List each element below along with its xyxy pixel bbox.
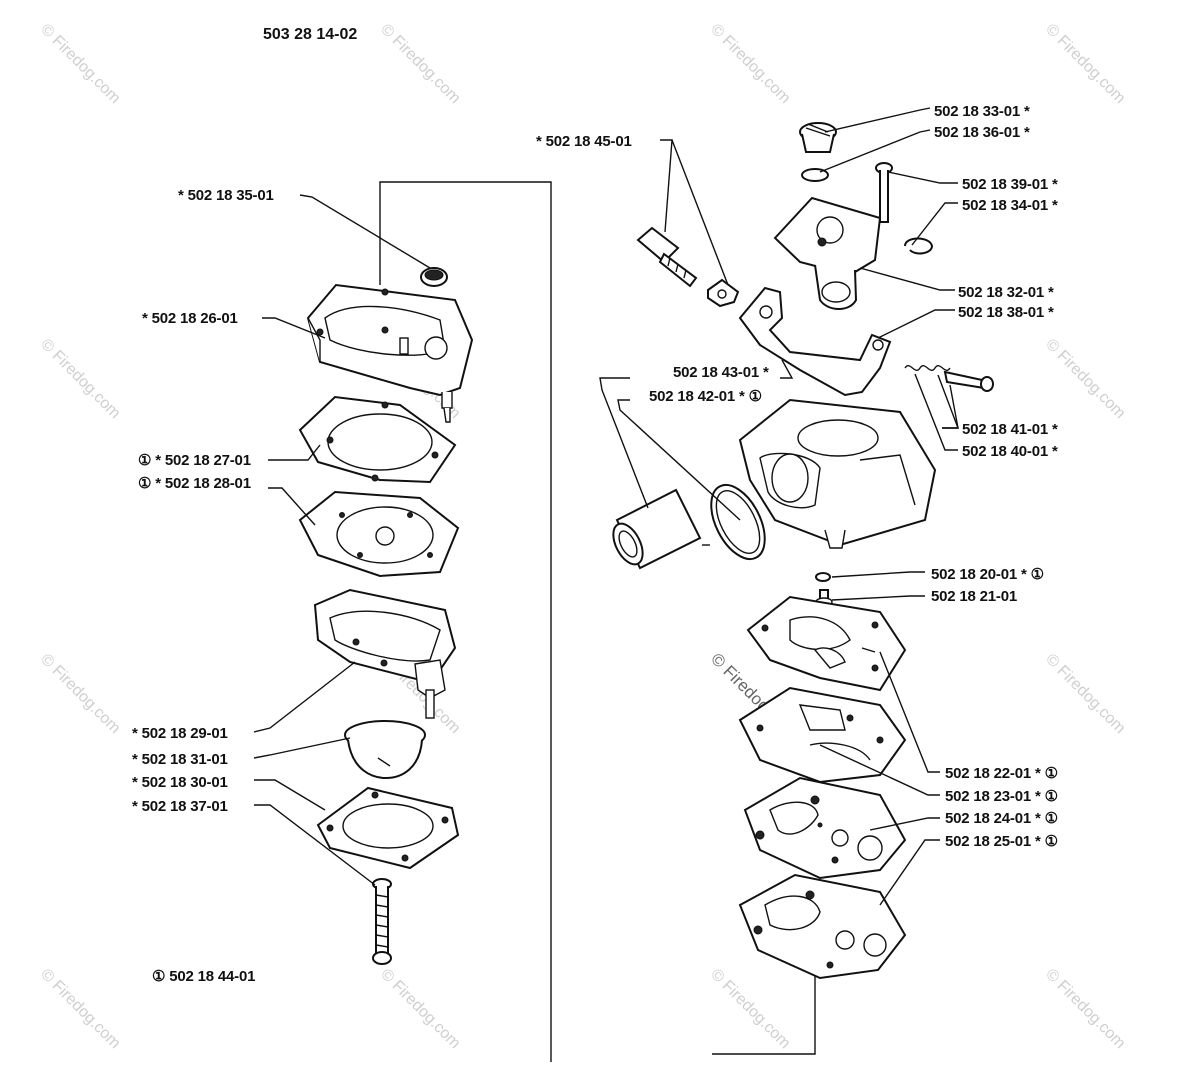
metering-cover-part (316, 786, 460, 870)
cover-screw-part (875, 162, 893, 223)
pump-gasket-part (298, 395, 457, 484)
pump-cover-gasket-part (738, 873, 907, 980)
label-502-18-32-01: 502 18 32-01 * (958, 284, 1054, 301)
label-502-18-21-01: 502 18 21-01 (931, 588, 1017, 605)
pump-diaphragm-part (298, 490, 460, 578)
pump-cover-part (306, 283, 474, 423)
label-502-18-42-01: 502 18 42-01 * ① (649, 388, 762, 405)
label-502-18-24-01: 502 18 24-01 * ① (945, 810, 1058, 827)
metering-body-part (313, 588, 457, 719)
clip-part (904, 237, 934, 255)
label-502-18-23-01: 502 18 23-01 * ① (945, 788, 1058, 805)
label-502-18-45-01: * 502 18 45-01 (536, 133, 632, 150)
watermark: © Firedog.com (37, 966, 123, 1052)
label-502-18-39-01: 502 18 39-01 * (962, 176, 1058, 193)
watermark: © Firedog.com (37, 336, 123, 422)
watermark: © Firedog.com (1042, 966, 1128, 1052)
idle-screw-part (904, 365, 994, 392)
watermark: © Firedog.com (37, 651, 123, 737)
watermark: © Firedog.com (377, 966, 463, 1052)
label-502-18-35-01: * 502 18 35-01 (178, 187, 274, 204)
watermark: © Firedog.com (37, 21, 123, 107)
needle-screw-part (636, 226, 740, 308)
pump-plate-part (743, 776, 907, 880)
label-502-18-22-01: 502 18 22-01 * ① (945, 765, 1058, 782)
watermark: © Firedog.com (1042, 21, 1128, 107)
primer-bulb-part (344, 720, 426, 780)
label-502-18-38-01: 502 18 38-01 * (958, 304, 1054, 321)
long-screw-part (372, 878, 392, 965)
label-502-18-43-01: 502 18 43-01 * (673, 364, 769, 381)
frame-lines (379, 181, 816, 1062)
purge-cover-part (773, 196, 882, 310)
sleeve-part (612, 483, 766, 570)
watermark: © Firedog.com (707, 966, 793, 1052)
label-502-18-27-01: ① * 502 18 27-01 (138, 452, 251, 469)
label-502-18-28-01: ① * 502 18 28-01 (138, 475, 251, 492)
watermark: © Firedog.com (1042, 651, 1128, 737)
throttle-lever-part (738, 286, 892, 397)
filter-screen-part (420, 267, 448, 287)
label-502-18-34-01: 502 18 34-01 * (962, 197, 1058, 214)
watermark: © Firedog.com (1042, 336, 1128, 422)
watermark: © Firedog.com (707, 21, 793, 107)
label-502-18-40-01: 502 18 40-01 * (962, 443, 1058, 460)
carburetor-body-part (738, 398, 937, 549)
label-502-18-20-01: 502 18 20-01 * ① (931, 566, 1044, 583)
label-502-18-41-01: 502 18 41-01 * (962, 421, 1058, 438)
diagram-id: 503 28 14-02 (263, 26, 357, 43)
inlet-gasket-part (746, 595, 907, 692)
adjust-screw-part (799, 122, 837, 153)
label-502-18-33-01: 502 18 33-01 * (934, 103, 1030, 120)
label-502-18-36-01: 502 18 36-01 * (934, 124, 1030, 141)
label-502-18-37-01: * 502 18 37-01 (132, 798, 228, 815)
leader-lines (253, 107, 960, 906)
label-502-18-30-01: * 502 18 30-01 (132, 774, 228, 791)
label-502-18-25-01: 502 18 25-01 * ① (945, 833, 1058, 850)
part-labels: * 502 18 35-01 * 502 18 26-01 ① * 502 18… (132, 103, 1058, 985)
label-502-18-31-01: * 502 18 31-01 (132, 751, 228, 768)
label-502-18-26-01: * 502 18 26-01 (142, 310, 238, 327)
label-502-18-44-01: ① 502 18 44-01 (152, 968, 255, 985)
label-502-18-29-01: * 502 18 29-01 (132, 725, 228, 742)
watermark: © Firedog.com (377, 21, 463, 107)
pump-diaphragm-right-part (738, 686, 907, 784)
